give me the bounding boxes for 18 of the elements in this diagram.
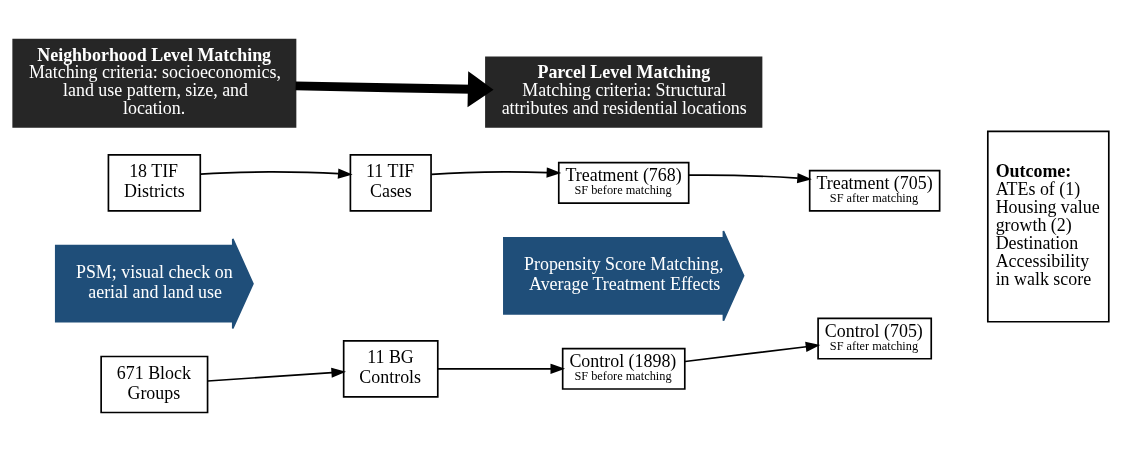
arrow bbox=[206, 367, 346, 382]
node-box: Control (705) SF after matching bbox=[817, 317, 933, 360]
node-box: Treatment (705) SF after matching bbox=[808, 169, 941, 212]
node-box: Neighborhood Level Matching Matching criteria: socioeconomics, land use pattern, size, and location. bbox=[12, 38, 297, 128]
node-box: 11 TIF Cases bbox=[349, 153, 432, 212]
arrow bbox=[688, 172, 812, 183]
arrow bbox=[199, 168, 353, 179]
node-box: Parcel Level Matching Matching criteria: Structural attributes and residential locations bbox=[485, 56, 763, 128]
node-box: Control (1898) SF before matching bbox=[561, 347, 686, 390]
node-box: 671 Block Groups bbox=[100, 355, 209, 413]
node-box: Treatment (768) SF before matching bbox=[557, 161, 690, 204]
node-box: Outcome: ATEs of (1) Housing value growth (2) Destination Accessibility in walk score bbox=[986, 130, 1110, 323]
arrow bbox=[437, 363, 566, 374]
node-box: 11 BG Controls bbox=[342, 339, 439, 398]
node-box: 18 TIF Districts bbox=[107, 153, 202, 212]
arrow bbox=[295, 70, 494, 107]
arrow bbox=[684, 341, 821, 362]
arrow bbox=[430, 166, 562, 178]
